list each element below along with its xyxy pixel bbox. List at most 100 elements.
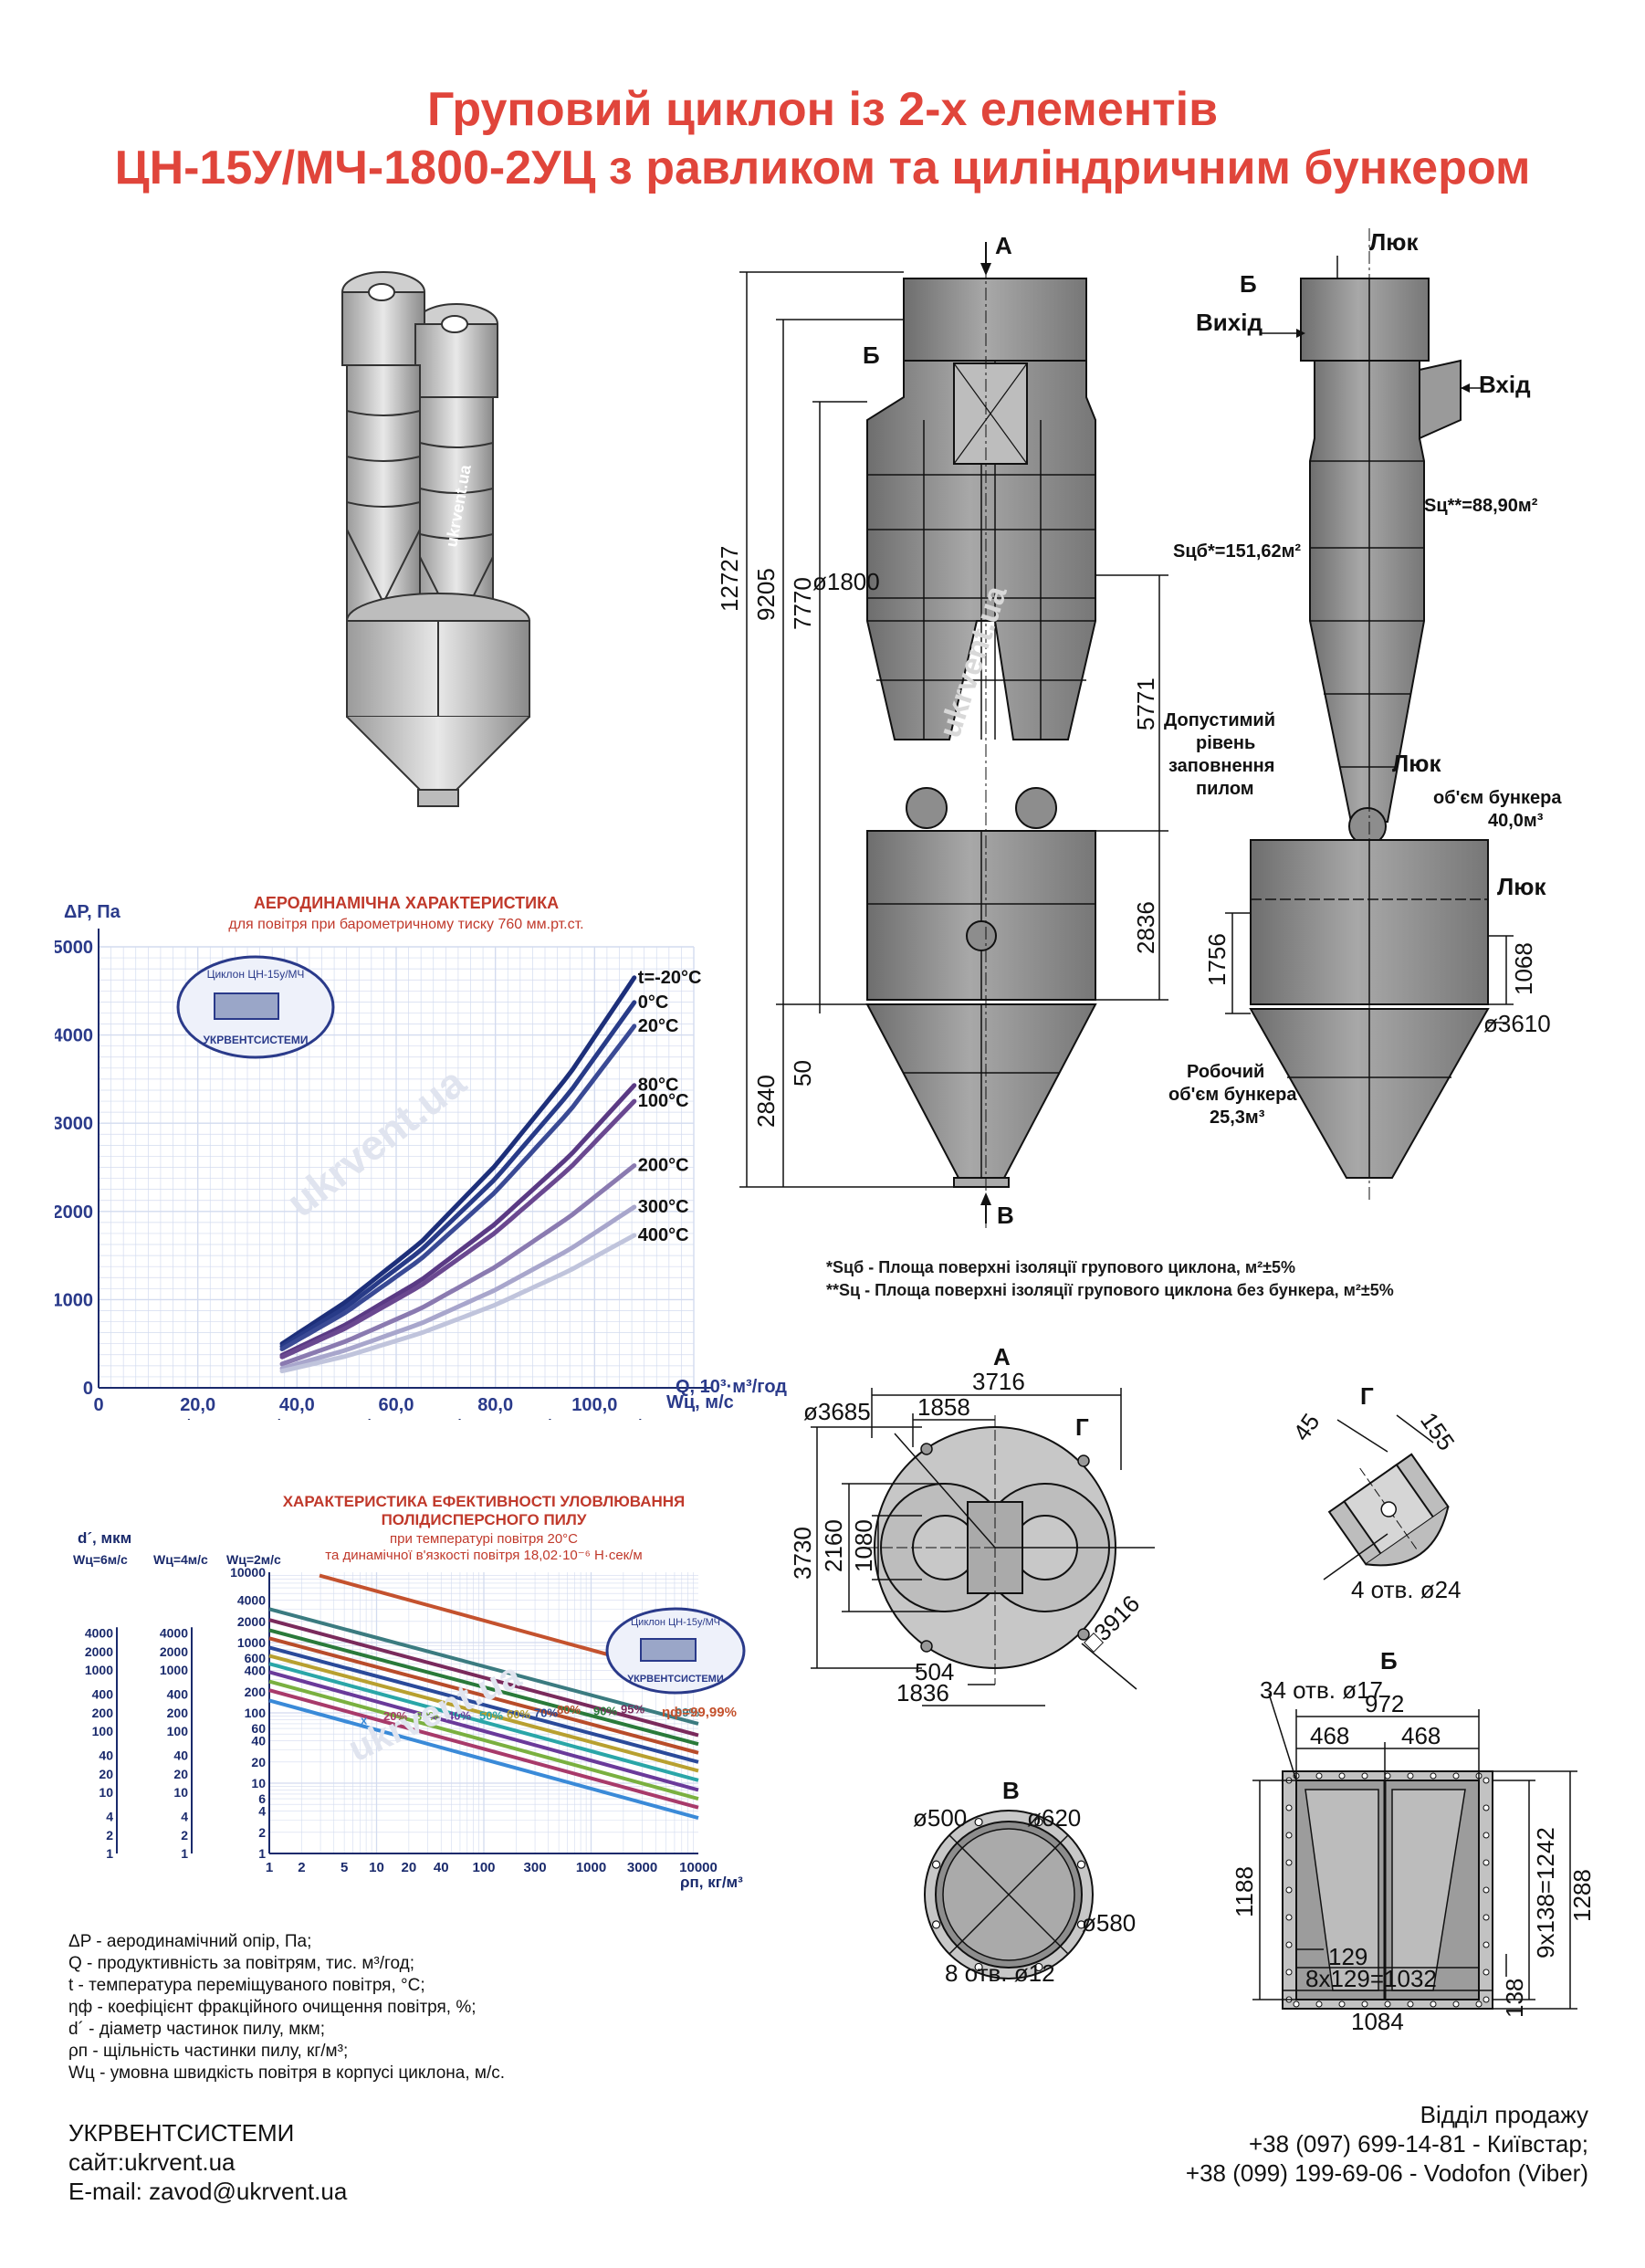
eff-y-tick: 20: [251, 1755, 266, 1769]
aero-series-label: 300°C: [638, 1197, 689, 1217]
bunker-vol-label-1: об'єм бункера: [1433, 788, 1562, 808]
eff-y-tick: 1: [258, 1846, 266, 1861]
flange-hole: [1315, 2000, 1323, 2008]
eff-side-tick: 2: [106, 1828, 113, 1843]
legend-line-5: d´ - діаметр частинок пилу, мкм;: [68, 2020, 325, 2039]
aero-x-tick: 100,0: [571, 1395, 617, 1415]
eff-series-line: [268, 1688, 699, 1810]
aero-series-label: 20°C: [638, 1016, 679, 1036]
aero-y-tick: 1000: [55, 1290, 93, 1310]
dim-468-left: 468: [1310, 1722, 1349, 1749]
footer-email[interactable]: E-mail: zavod@ukrvent.ua: [68, 2178, 348, 2205]
view-b-drawing: Б 34 отв. ø17 972 468 468 1188 138 9х138…: [1231, 1647, 1596, 2035]
flange-hole: [1315, 1772, 1323, 1780]
eff-chart-svg: ХАРАКТЕРИСТИКА ЕФЕКТИВНОСТІ УЛОВЛЮВАННЯ …: [73, 1493, 746, 1891]
eff-series-line: [268, 1618, 699, 1738]
dim-1836: 1836: [896, 1679, 949, 1706]
dim-d3610: ø3610: [1483, 1010, 1551, 1037]
eff-x-tick: 3000: [627, 1860, 657, 1875]
aero-y-tick: 4000: [55, 1026, 93, 1046]
aero-y-tick: 5000: [55, 938, 93, 958]
eff-side-tick: 10: [99, 1785, 113, 1800]
aero-series-line: [279, 1233, 637, 1374]
flange-hole: [1430, 2000, 1437, 2008]
eff-side-tick: 2000: [85, 1644, 113, 1659]
eff-y-tick: 600: [245, 1651, 267, 1665]
eff-side-tick: 4000: [85, 1626, 113, 1641]
flange-hole: [974, 1817, 983, 1827]
view-g-title: Г: [1360, 1382, 1374, 1410]
view-v-marker: В: [997, 1202, 1014, 1229]
eff-series-line: [268, 1670, 699, 1792]
aero-series-label: 80°C: [638, 1076, 679, 1096]
view-v-drawing: В ø500 ø620 ø580 8 отв. ø12: [913, 1777, 1136, 1987]
flange-hole: [1452, 2000, 1460, 2008]
eff-side-tick: 200: [167, 1706, 189, 1720]
efficiency-chart: ХАРАКТЕРИСТИКА ЕФЕКТИВНОСТІ УЛОВЛЮВАННЯ …: [55, 1488, 758, 1908]
eff-side-tick: 10: [173, 1785, 188, 1800]
flange-hole: [1076, 1920, 1086, 1929]
eff-title-1: ХАРАКТЕРИСТИКА ЕФЕКТИВНОСТІ УЛОВЛЮВАННЯ: [283, 1493, 686, 1510]
dim-129: 129: [1328, 1943, 1367, 1970]
flange-hole: [1034, 1817, 1043, 1827]
footer-phone-2[interactable]: +38 (099) 199-69-06 - Vodofon (Viber): [1185, 2159, 1588, 2187]
outlet-label: Вихід: [1196, 309, 1263, 336]
eff-x-tick: 10: [369, 1860, 384, 1875]
eff-y-tick: 4: [258, 1804, 266, 1819]
flange-hole: [1483, 1832, 1490, 1839]
eff-series-label: 99%: [676, 1706, 699, 1719]
aero-series-line: [279, 1000, 637, 1349]
eff-x-tick: 1000: [576, 1860, 606, 1875]
dim-1080: 1080: [850, 1519, 877, 1572]
aero-x-tick: 60,0: [379, 1395, 414, 1415]
side-b-marker: Б: [1240, 270, 1257, 298]
eff-series-label: 20%: [383, 1709, 407, 1723]
aero-series-label: 400°C: [638, 1225, 689, 1245]
eff-w6-label: Wц=6м/с: [73, 1552, 128, 1567]
eff-y-tick: 60: [251, 1721, 266, 1736]
dim-155: 155: [1415, 1407, 1460, 1455]
aero-x2-axis-label: Wц, м/с: [666, 1392, 734, 1412]
eff-series-label: 70%: [534, 1706, 558, 1719]
dim-1188: 1188: [1231, 1866, 1258, 1917]
hatch-mid-label: Люк: [1392, 750, 1441, 777]
flange-hole: [1361, 2000, 1368, 2008]
dim-2160: 2160: [820, 1519, 847, 1572]
page-title-line2: ЦН-15У/МЧ-1800-2УЦ з равликом та циліндр…: [114, 142, 1531, 194]
eff-sub-2: та динамічної в'язкості повітря 18,02·10…: [325, 1548, 642, 1563]
eff-side-tick: 100: [167, 1724, 189, 1738]
aero-x-tick: 0: [93, 1395, 103, 1415]
aero-x-axis-label: Q, 10³·м³/год: [676, 1377, 787, 1397]
legend-line-1: ΔP - аеродинамічний опір, Па;: [68, 1932, 312, 1951]
dim-2840: 2840: [752, 1075, 780, 1128]
aero-series-line: [279, 1163, 637, 1367]
aero-series-label: 100°C: [638, 1091, 689, 1111]
flange-hole: [1452, 1772, 1460, 1780]
aero-series-label: 0°C: [638, 992, 669, 1013]
aero-watermark: ukrvent.ua: [278, 1057, 475, 1225]
view-a-drawing: А 3716 ø3685 1858 Г 3730 2160 1080 504 1…: [789, 1343, 1155, 1706]
eff-d-label: d´, мкм: [78, 1529, 131, 1547]
aero-series-line: [279, 975, 637, 1347]
eff-y-tick: 6: [258, 1791, 266, 1806]
eff-side-tick: 4: [181, 1810, 188, 1824]
eff-side-tick: 200: [92, 1706, 114, 1720]
eff-series-label: 30%: [415, 1709, 439, 1723]
footer-phone-1[interactable]: +38 (097) 699-14-81 - Київстар;: [1248, 2130, 1588, 2158]
eff-side-tick: 4: [106, 1810, 113, 1824]
eff-series-label: 60%: [507, 1707, 530, 1721]
eff-x-tick: 40: [434, 1860, 449, 1875]
footer-site[interactable]: сайт:ukrvent.ua: [68, 2148, 236, 2176]
dim-d500: ø500: [913, 1804, 967, 1832]
eff-y-tick: 1000: [237, 1635, 266, 1650]
flange-hole: [1361, 1772, 1368, 1780]
eff-series-line: [268, 1636, 699, 1755]
flange-hole: [1285, 1969, 1293, 1976]
eff-series-line: [268, 1698, 699, 1821]
flange-hole: [1483, 1886, 1490, 1894]
eff-sub-1: при температурі повітря 20°С: [390, 1531, 578, 1547]
eff-side-tick: 1: [181, 1846, 188, 1861]
work-vol-label-3: 25,3м³: [1210, 1108, 1265, 1128]
area-sc-label: Sц**=88,90м²: [1424, 496, 1538, 516]
flange-hole: [1483, 1941, 1490, 1948]
